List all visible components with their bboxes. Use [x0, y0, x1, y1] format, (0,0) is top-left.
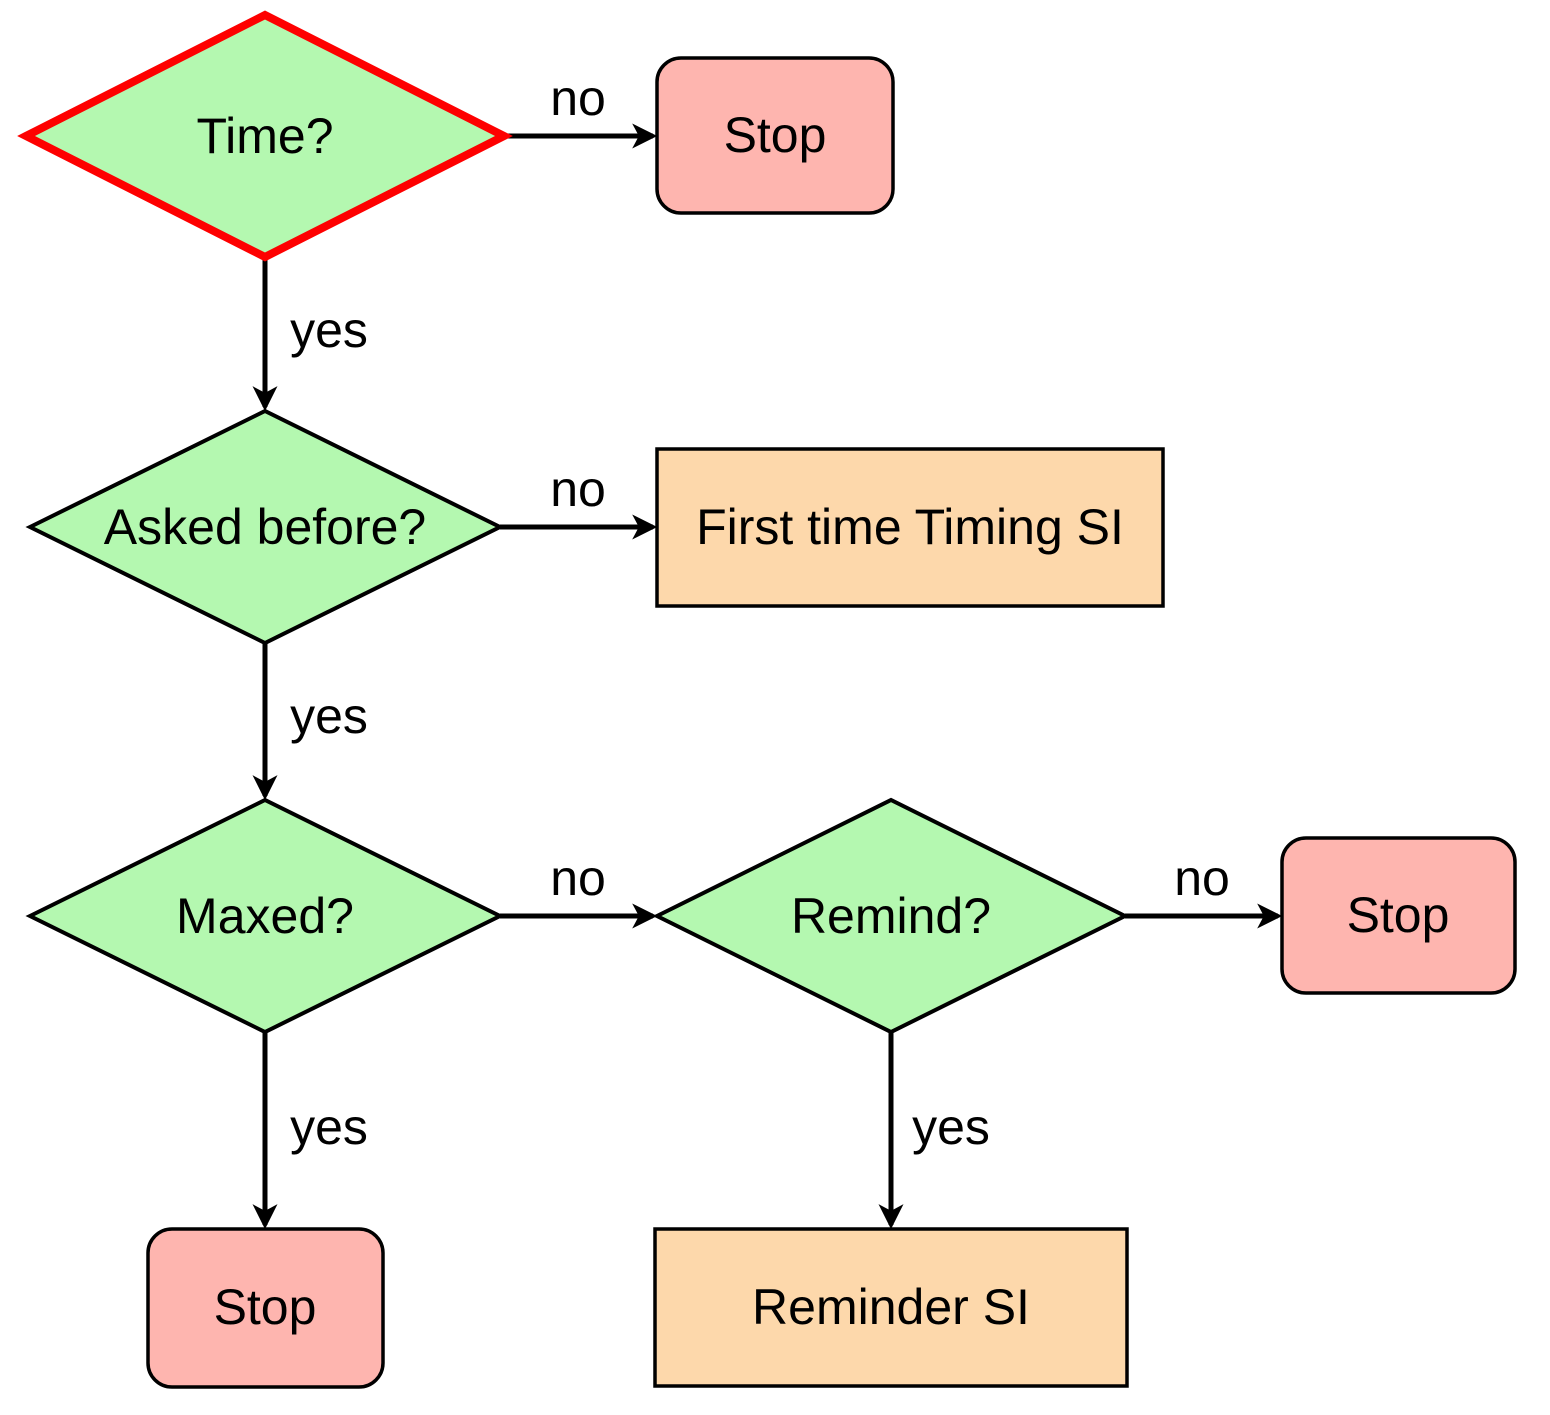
maxed-decision-shape [25, 797, 505, 1035]
edge-label-time-no: no [550, 70, 606, 126]
asked-before-label: Asked before? [103, 499, 427, 555]
edge-label-remind-no: no [1174, 850, 1230, 906]
stop-right-label: Stop [1346, 887, 1450, 943]
stop-top-shape [655, 56, 895, 215]
reminder-si-shape [653, 1227, 1129, 1388]
stop-right-shape [1280, 836, 1517, 995]
maxed-label: Maxed? [176, 888, 354, 944]
edge-label-asked-yes: yes [290, 688, 368, 744]
edge-label-asked-no: no [550, 461, 606, 517]
edge-group [252, 123, 1283, 1230]
edge-label-time-yes: yes [290, 302, 368, 358]
stop-bottom-shape [146, 1227, 385, 1389]
stop-bottom-label: Stop [213, 1279, 317, 1335]
time-decision-shape [17, 10, 513, 262]
edge-label-maxed-yes: yes [290, 1099, 368, 1155]
edge-label-remind-yes: yes [912, 1099, 990, 1155]
asked-before-decision-shape [25, 408, 505, 646]
first-time-timing-si-label: First time Timing SI [696, 499, 1124, 555]
first-time-timing-si-shape [655, 447, 1165, 608]
remind-decision-shape [652, 797, 1130, 1035]
remind-label: Remind? [790, 888, 992, 944]
time-label: Time? [196, 108, 334, 164]
stop-top-label: Stop [723, 107, 827, 163]
edge-label-maxed-no: no [550, 850, 606, 906]
reminder-si-label: Reminder SI [752, 1279, 1030, 1335]
